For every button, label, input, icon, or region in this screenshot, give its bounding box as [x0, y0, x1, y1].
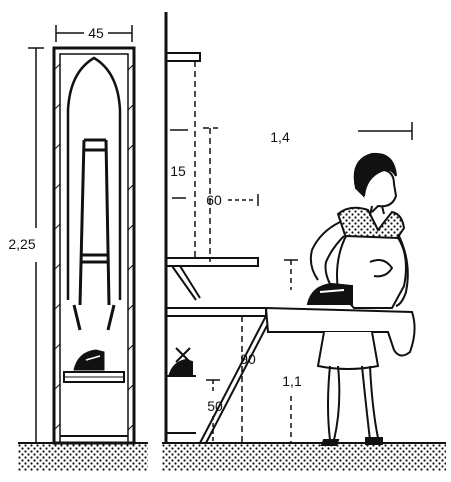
iron-in-cabinet	[73, 349, 105, 371]
standing-space-label: 1,4	[270, 129, 290, 145]
low-shelf-label: 50	[207, 398, 223, 414]
cabinet-width-dimension	[55, 25, 133, 42]
low-shelf-dimension	[206, 379, 220, 443]
top-shelf	[165, 52, 201, 62]
folded-ironing-board	[66, 56, 122, 300]
cabinet-frame-hatching	[53, 63, 135, 431]
lower-cabinet	[166, 347, 196, 434]
foldout-shelf	[165, 257, 259, 301]
foldout-outline	[203, 127, 218, 262]
standing-space-dimension	[358, 122, 413, 140]
person-ironing	[264, 152, 416, 446]
iron-height-dimension	[284, 259, 298, 443]
board-stand	[72, 138, 116, 331]
iron-height-label: 1,1	[282, 373, 302, 389]
floor-left	[18, 442, 148, 471]
shelf-spacing-label: 15	[170, 163, 186, 179]
cabinet-height-label: 2,25	[8, 236, 35, 252]
floor-right	[162, 442, 446, 471]
board-height-label: 90	[240, 351, 256, 367]
cabinet-width-label: 45	[88, 25, 104, 41]
shelf-depth-label: 60	[206, 192, 222, 208]
shelf-depth-dimension	[228, 194, 259, 206]
cabinet-front-view	[52, 46, 136, 445]
cabinet-height-dimension	[28, 47, 44, 443]
shelf-spacing-dimension	[170, 129, 188, 199]
